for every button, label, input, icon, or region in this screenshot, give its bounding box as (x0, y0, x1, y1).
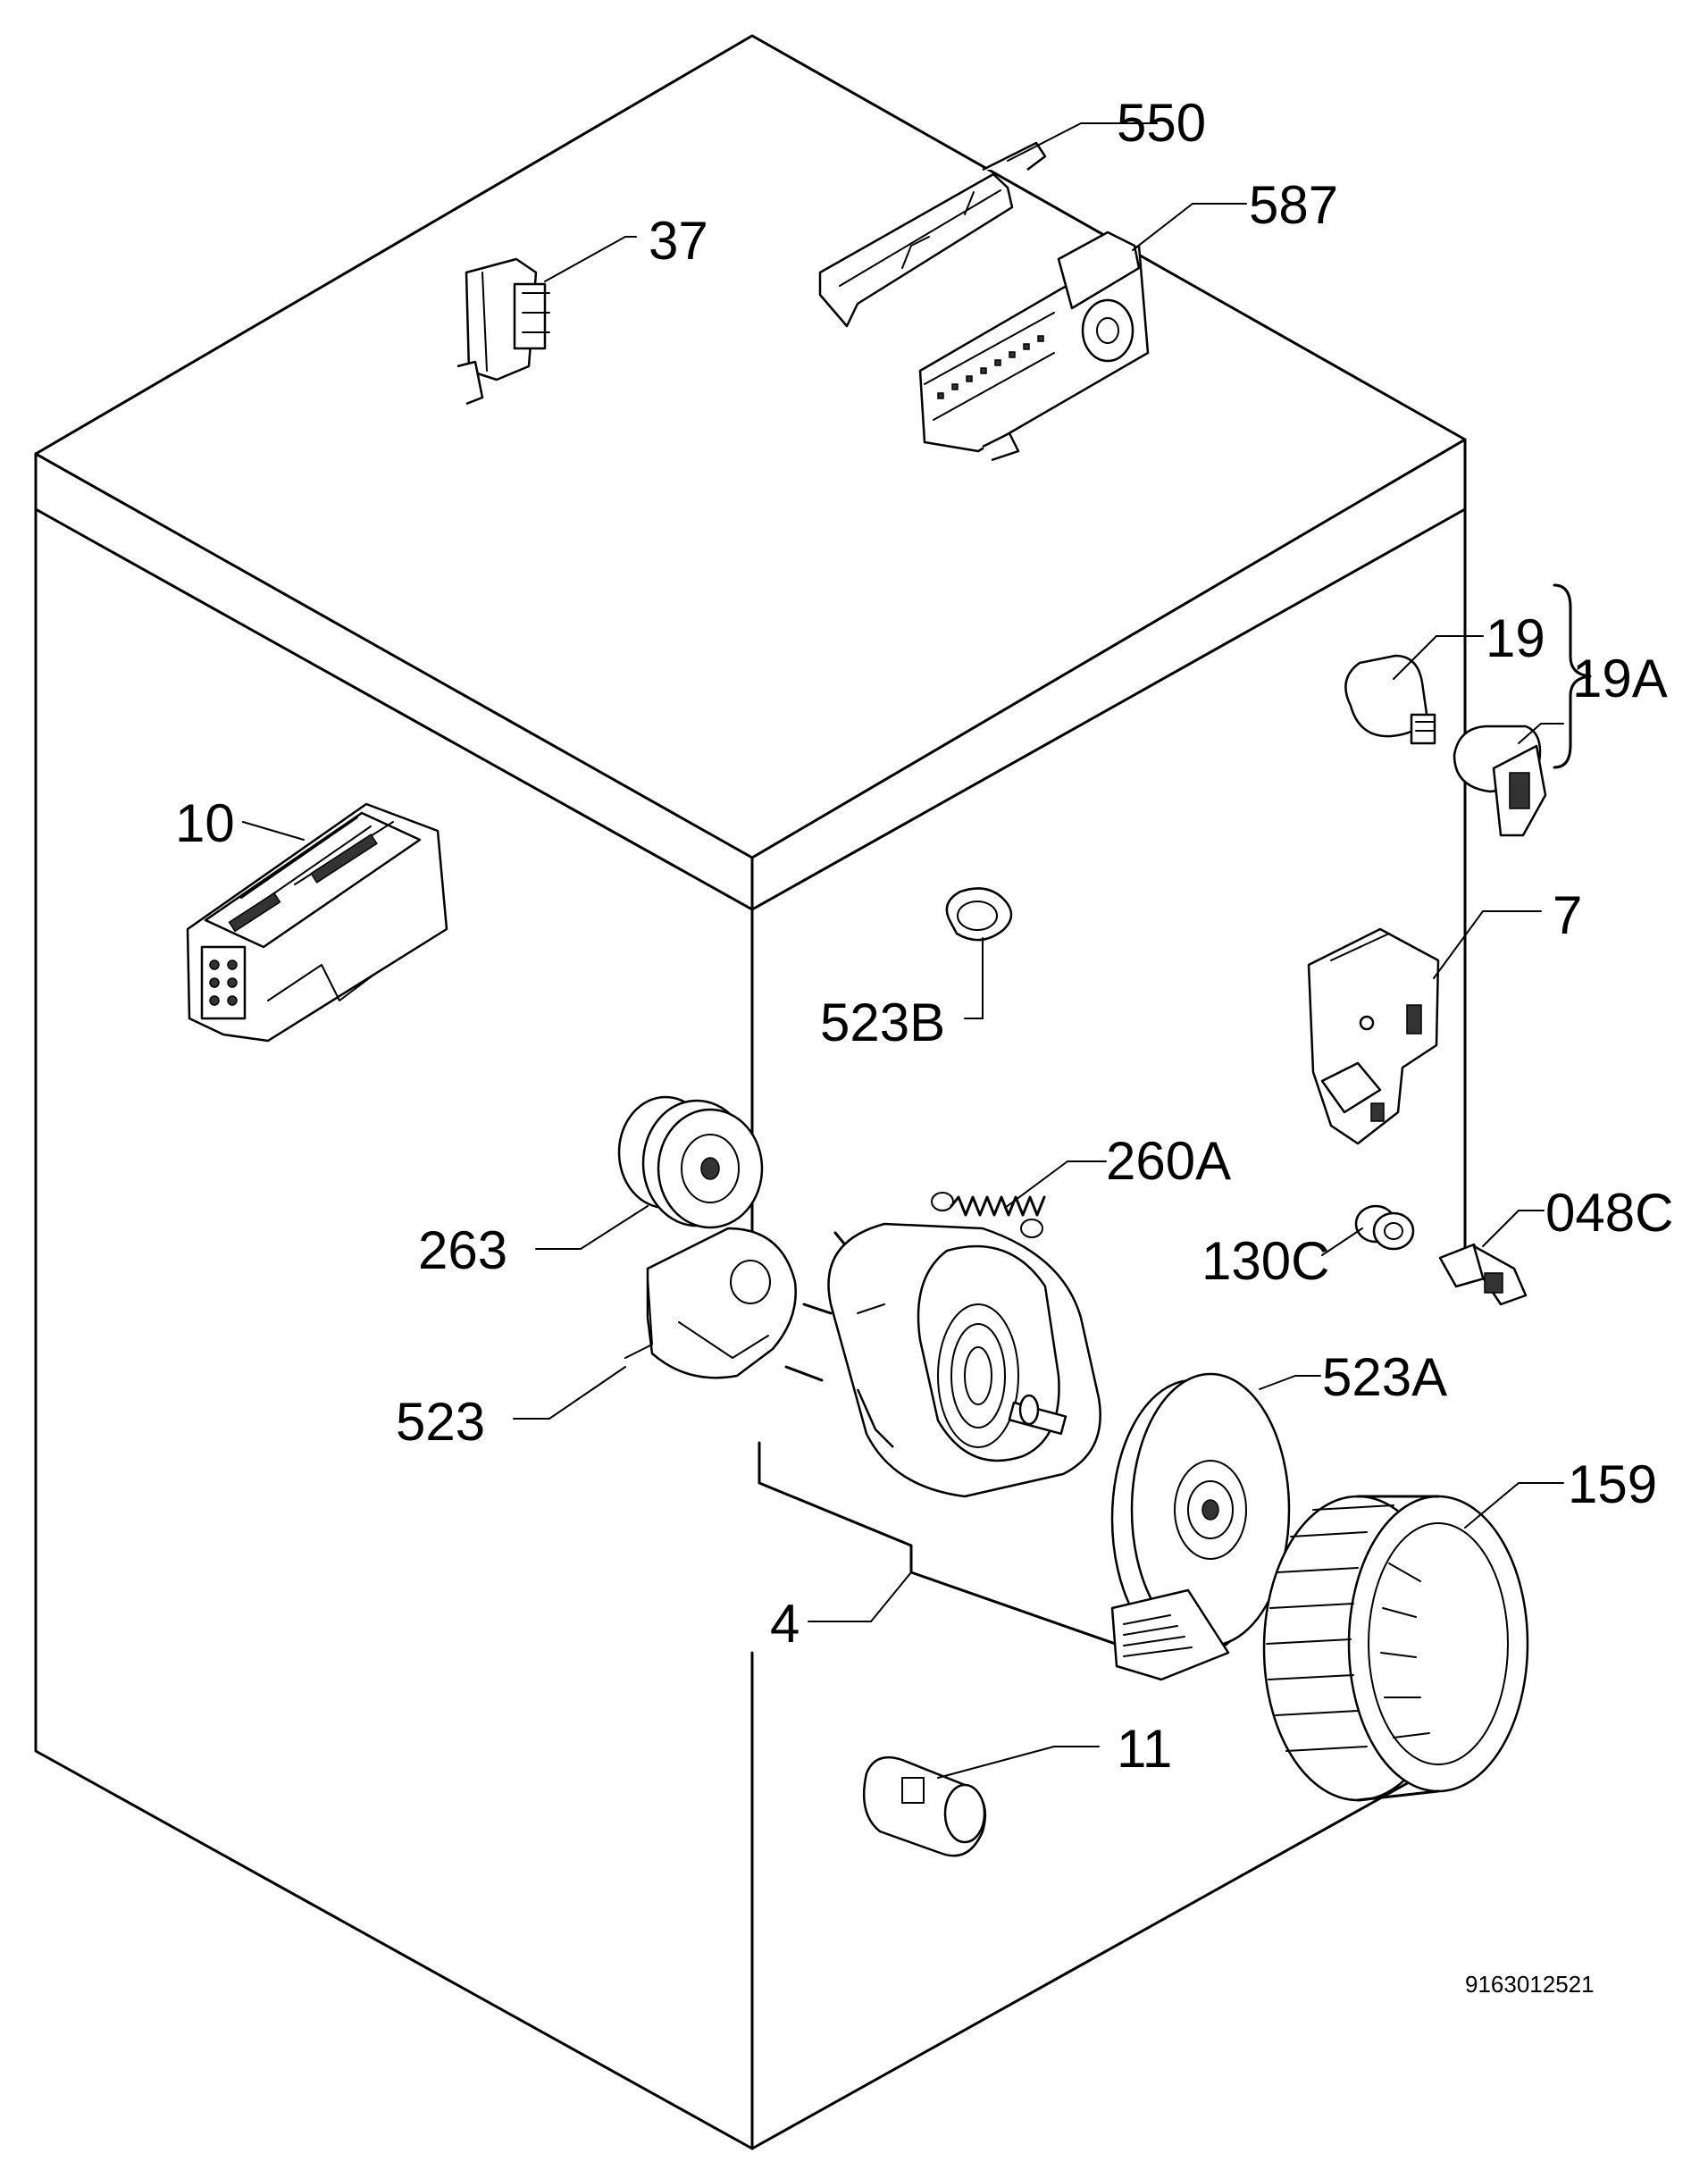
cabinet-outline (34, 34, 1467, 2150)
label-4: 4 (770, 1594, 800, 1654)
label-130c: 130C (1201, 1231, 1329, 1291)
part-130c-grommet (1321, 1204, 1415, 1256)
label-19a: 19A (1572, 649, 1668, 708)
part-587-control-module (918, 203, 1247, 462)
label-523a: 523A (1322, 1347, 1447, 1407)
part-37-connector (456, 236, 637, 406)
part-048c-pin (1438, 1210, 1545, 1306)
part-263-pulley (535, 1095, 764, 1250)
label-10: 10 (175, 793, 235, 853)
brace-19a (1553, 583, 1592, 769)
label-11: 11 (1117, 1719, 1172, 1779)
diagram-id: 9163012521 (1465, 1971, 1595, 1998)
label-523: 523 (396, 1392, 485, 1452)
part-10-heater (186, 802, 448, 1043)
part-19-lamp (1344, 635, 1484, 745)
part-260a-spring (931, 1160, 1107, 1238)
part-7-door-lock (1307, 910, 1542, 1145)
label-7: 7 (1553, 885, 1582, 945)
label-159: 159 (1568, 1454, 1657, 1514)
part-550-bracket (818, 122, 1158, 328)
label-048c: 048C (1545, 1183, 1673, 1243)
label-587: 587 (1249, 175, 1338, 235)
label-263: 263 (418, 1220, 507, 1280)
part-159-blower-wheel (1262, 1482, 1564, 1802)
part-19a-lamp-holder (1453, 723, 1564, 837)
part-11-capacitor (862, 1746, 1100, 1857)
label-523b: 523B (820, 993, 945, 1052)
part-523a-fan-housing (1110, 1372, 1321, 1681)
label-550: 550 (1117, 93, 1206, 153)
part-4-motor (758, 1222, 1181, 1677)
label-260a: 260A (1106, 1131, 1231, 1191)
part-523b-gasket (945, 887, 1013, 1019)
part-523-bracket (513, 1227, 797, 1420)
label-37: 37 (649, 211, 708, 271)
label-19: 19 (1486, 608, 1545, 668)
